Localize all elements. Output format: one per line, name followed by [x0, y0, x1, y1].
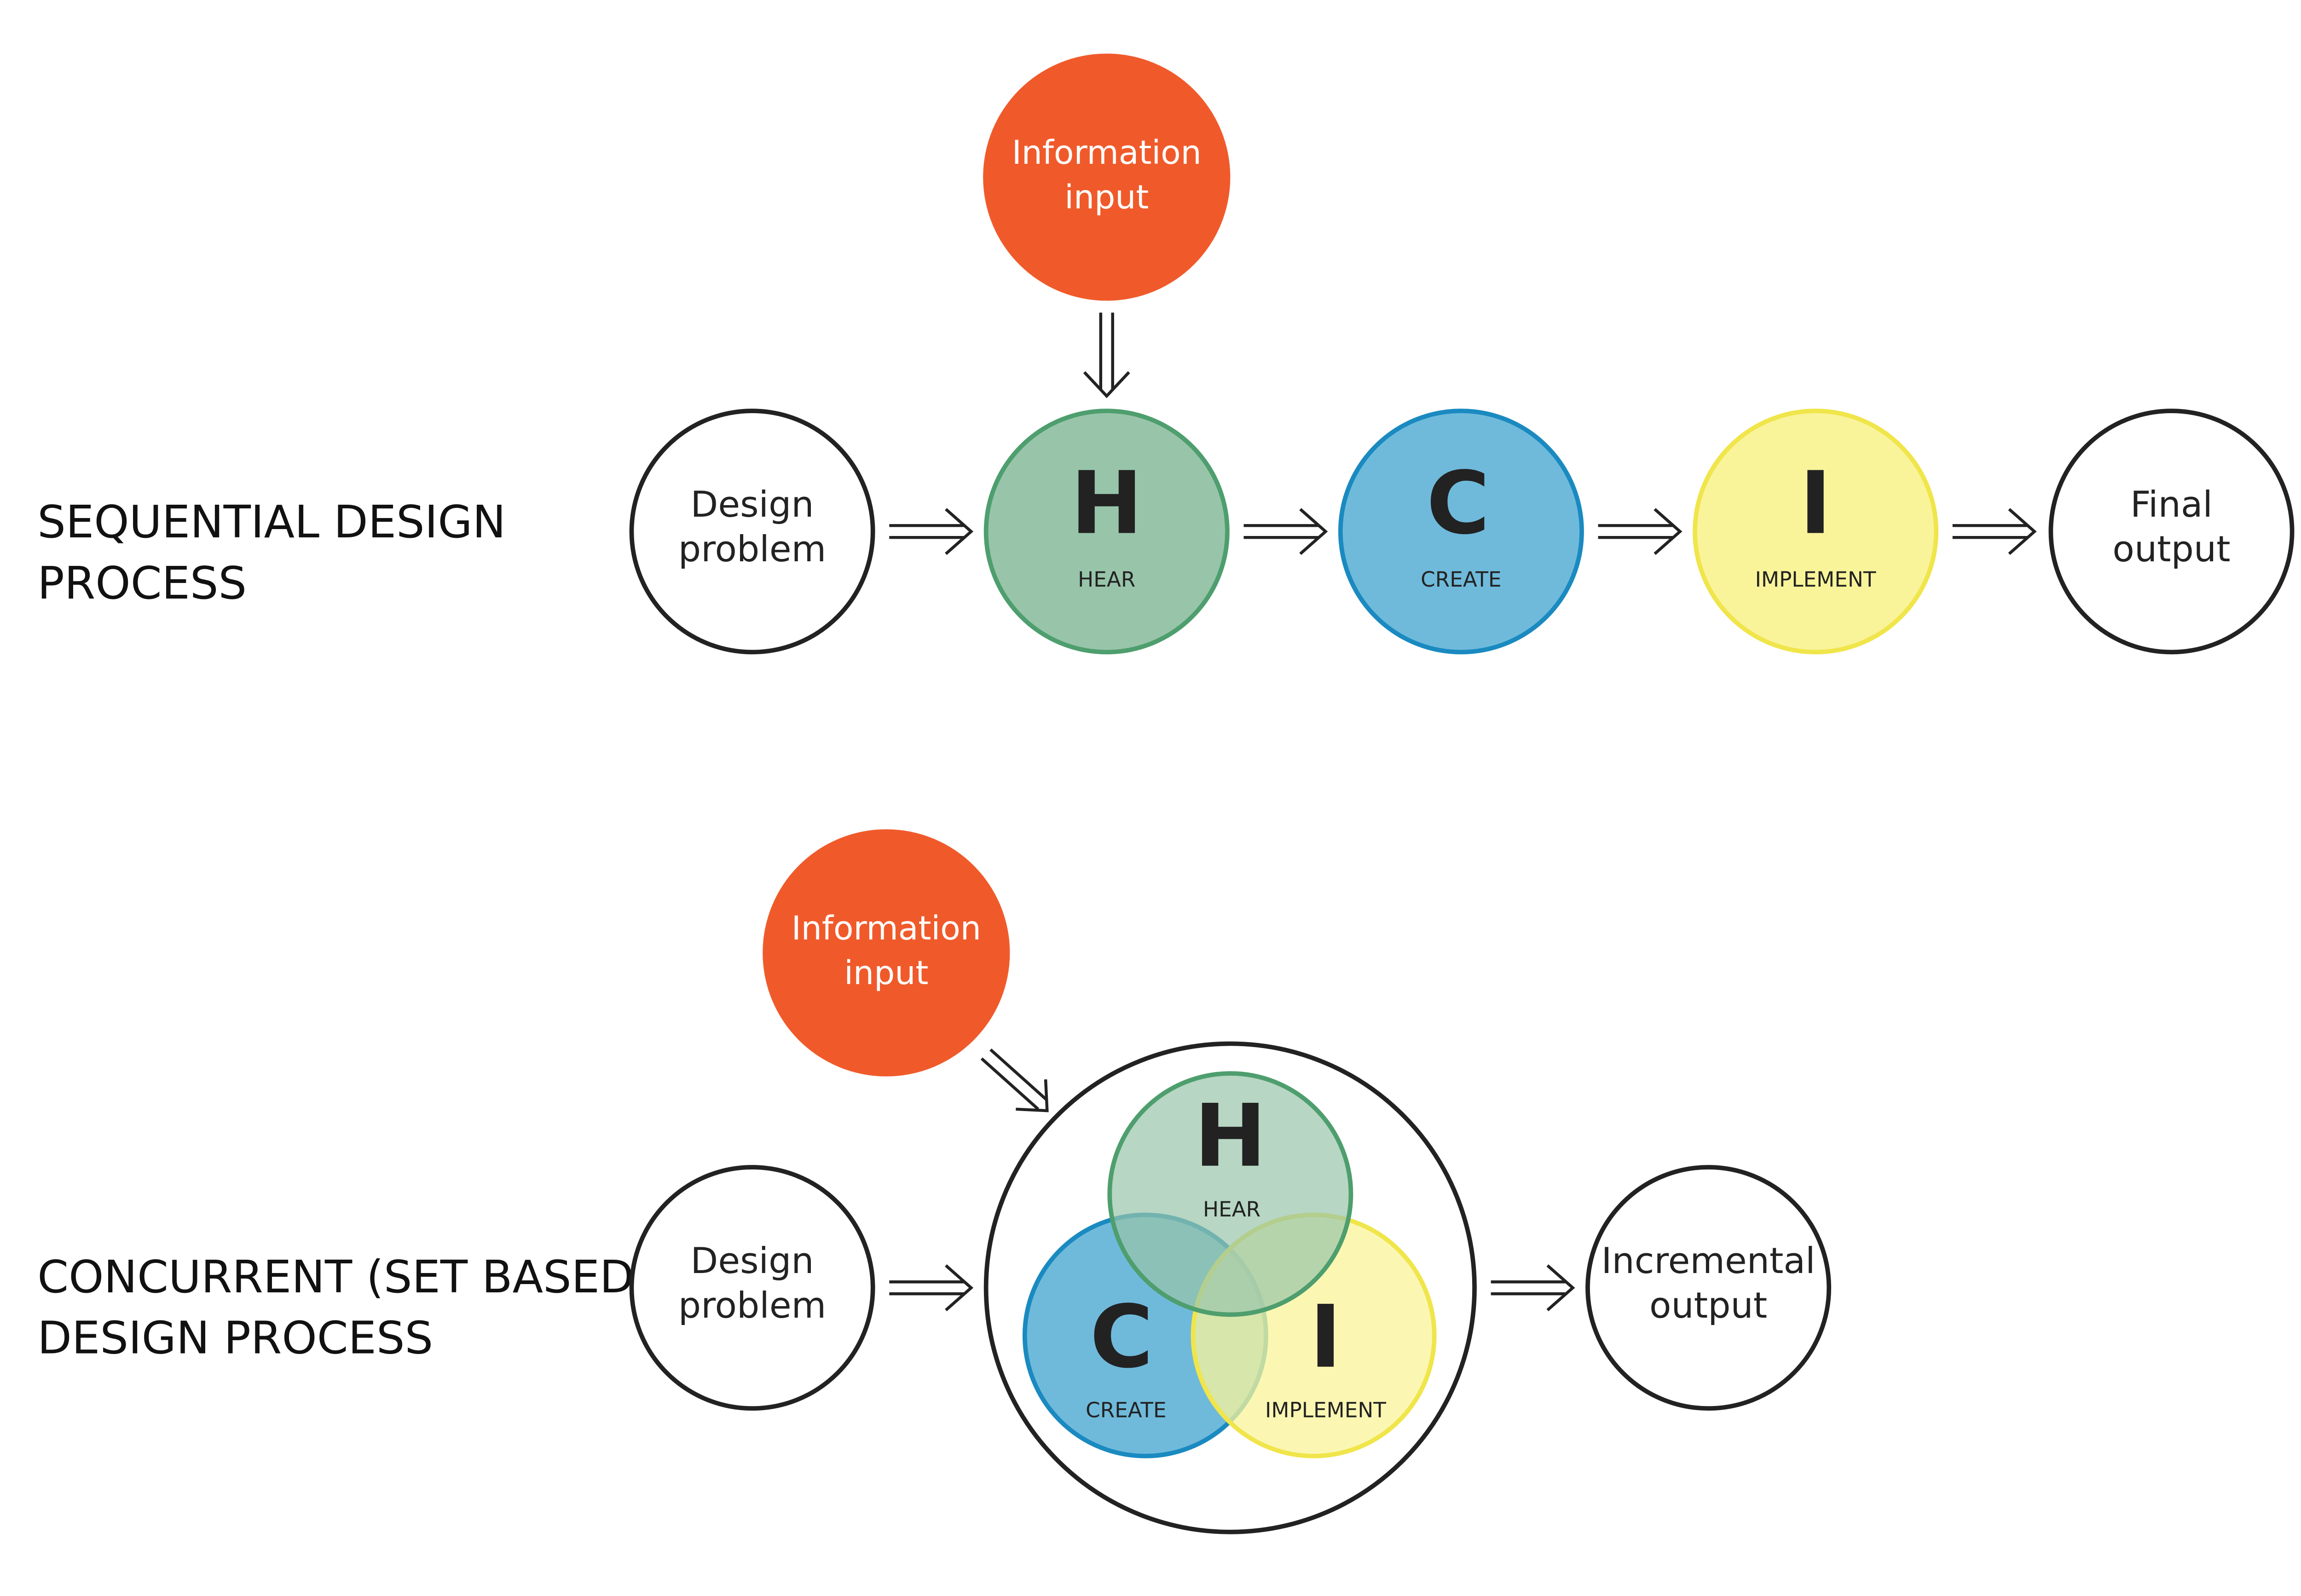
- svg-text:input: input: [1064, 178, 1149, 216]
- sequential-section: SEQUENTIAL DESIGN PROCESS Information in…: [37, 53, 2295, 655]
- diagonal-arrow-icon: [980, 1048, 1049, 1112]
- arrow-right-icon: [1953, 509, 2035, 554]
- down-arrow-icon: [1083, 312, 1130, 398]
- svg-text:output: output: [2112, 529, 2230, 570]
- svg-text:problem: problem: [678, 529, 826, 570]
- svg-text:CREATE: CREATE: [1086, 1398, 1166, 1423]
- arrow-right-icon: [889, 1266, 971, 1310]
- hear-circle: [1107, 1071, 1353, 1317]
- svg-text:H: H: [1194, 1086, 1266, 1187]
- svg-text:CREATE: CREATE: [1421, 567, 1501, 592]
- sequential-title-line1: SEQUENTIAL DESIGN: [37, 496, 506, 548]
- svg-text:IMPLEMENT: IMPLEMENT: [1265, 1398, 1386, 1423]
- svg-text:Incremental: Incremental: [1601, 1240, 1815, 1282]
- svg-text:C: C: [1427, 453, 1490, 553]
- arrow-right-icon: [1491, 1266, 1573, 1310]
- svg-text:IMPLEMENT: IMPLEMENT: [1755, 567, 1876, 592]
- svg-text:I: I: [1799, 453, 1832, 553]
- svg-text:output: output: [1649, 1285, 1767, 1326]
- concurrent-title-line1: CONCURRENT (SET BASED): [37, 1251, 651, 1303]
- svg-text:Design: Design: [691, 484, 814, 525]
- final-output-node: Final output: [2048, 409, 2295, 655]
- info-input-node: Information input: [983, 53, 1231, 301]
- concurrent-title-line2: DESIGN PROCESS: [37, 1312, 433, 1364]
- svg-text:problem: problem: [678, 1285, 826, 1326]
- concurrent-section: CONCURRENT (SET BASED) DESIGN PROCESS In…: [37, 829, 1832, 1534]
- svg-text:Information: Information: [1012, 133, 1202, 172]
- svg-text:input: input: [844, 954, 928, 992]
- implement-node: I IMPLEMENT: [1693, 409, 1939, 655]
- design-problem-node: Design problem: [629, 409, 875, 655]
- svg-text:Design: Design: [691, 1240, 814, 1282]
- arrow-right-icon: [1598, 509, 1680, 554]
- svg-text:HEAR: HEAR: [1203, 1197, 1260, 1221]
- incremental-output-node: Incremental output: [1585, 1165, 1832, 1411]
- arrow-right-icon: [1243, 509, 1325, 554]
- hci-venn-container: H HEAR C CREATE I IMPLEMENT: [983, 1041, 1477, 1534]
- hear-node: H HEAR: [983, 409, 1230, 655]
- sequential-title-line2: PROCESS: [37, 557, 247, 609]
- create-node: C CREATE: [1338, 409, 1584, 655]
- svg-text:H: H: [1070, 453, 1143, 553]
- info-input-node: Information input: [763, 829, 1010, 1077]
- arrow-right-icon: [889, 509, 971, 554]
- svg-text:Information: Information: [792, 909, 981, 947]
- svg-text:I: I: [1310, 1287, 1342, 1388]
- svg-text:HEAR: HEAR: [1078, 567, 1135, 592]
- svg-text:Final: Final: [2130, 484, 2213, 525]
- design-problem-node: Design problem: [629, 1165, 875, 1411]
- svg-text:C: C: [1090, 1287, 1153, 1388]
